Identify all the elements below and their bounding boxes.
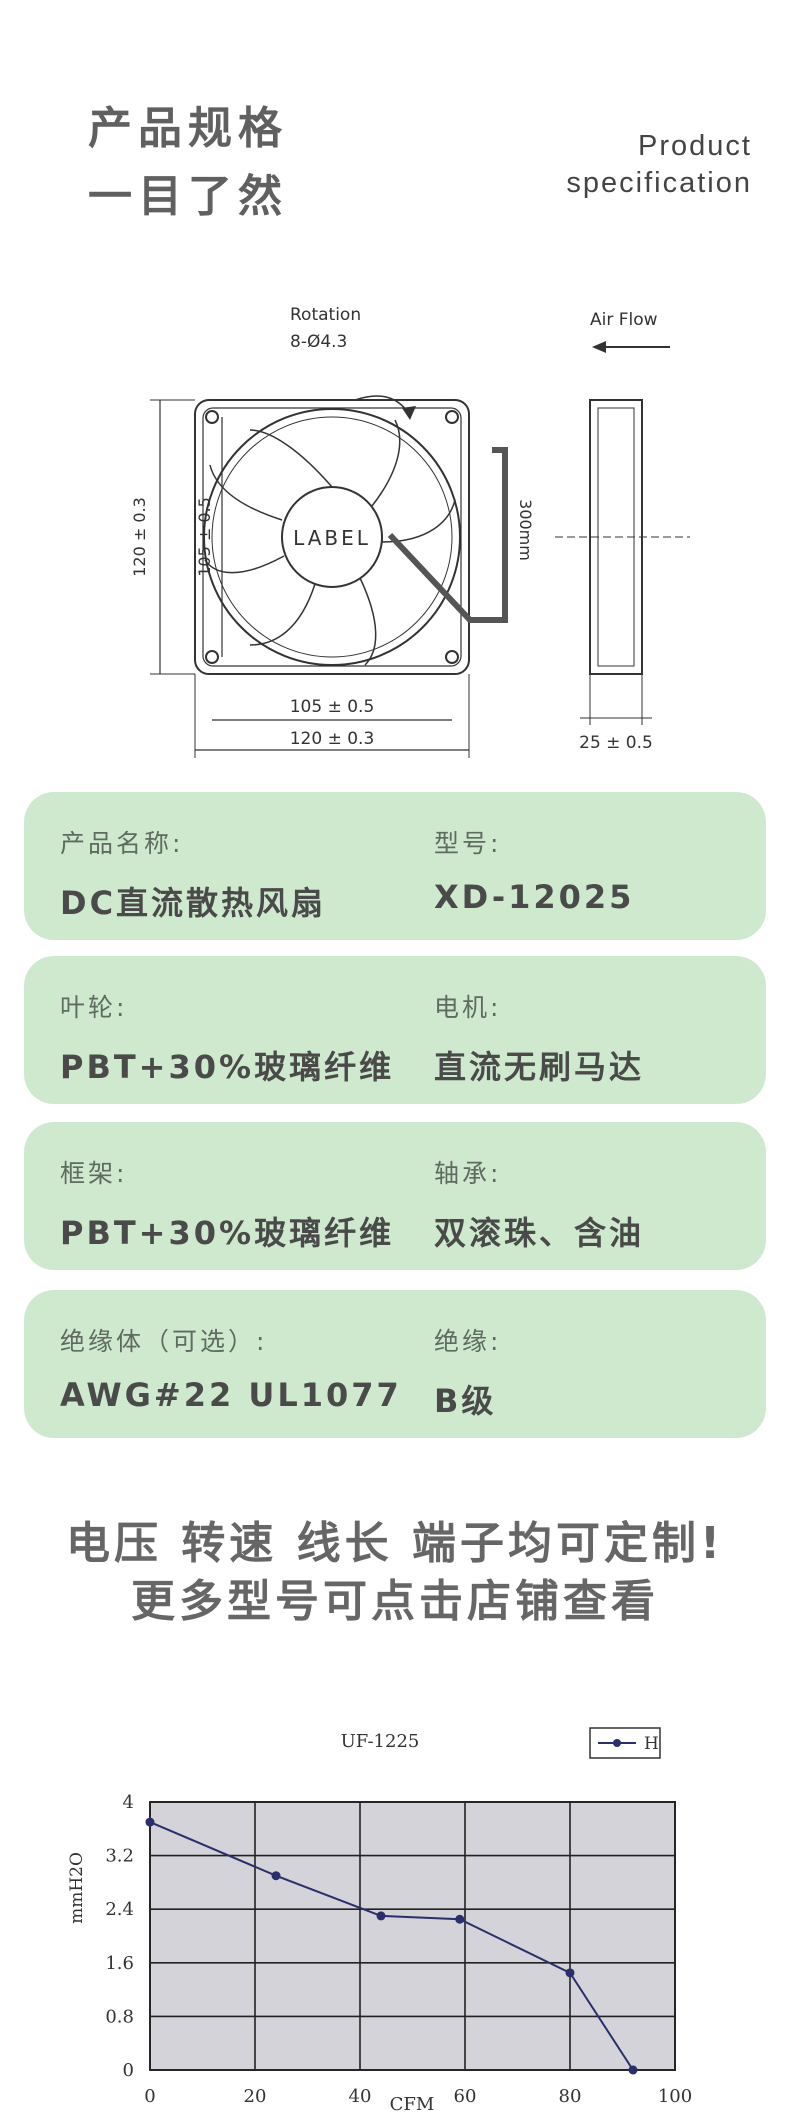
spec-label: 绝缘: [434, 1327, 502, 1356]
spec-value: 双滚珠、含油 [434, 1214, 645, 1252]
fan-blade-circle [203, 408, 461, 666]
fan-dimension-drawing: Rotation 8-Ø4.3 Air Flow LABEL 300mm 120… [130, 305, 690, 758]
holes-label: 8-Ø4.3 [290, 332, 347, 352]
fan-frame-outer [194, 399, 470, 675]
y-tick-label: 0.8 [105, 2006, 134, 2027]
spec-value: PBT+30%玻璃纤维 [60, 1214, 395, 1252]
dim-thickness: 25 ± 0.5 [579, 733, 653, 753]
spec-value: XD-12025 [434, 878, 635, 916]
spec-value: AWG#22 UL1077 [60, 1376, 402, 1414]
promo-line-2: 更多型号可点击店铺查看 [131, 1576, 659, 1627]
spec-value: DC直流散热风扇 [60, 884, 327, 922]
plot-area [149, 1801, 676, 2071]
spec-label: 产品名称: [60, 829, 184, 858]
dim-inner-horizontal: 105 ± 0.5 [290, 697, 375, 717]
x-tick-label: 60 [454, 2086, 477, 2107]
data-point [145, 1817, 155, 1827]
y-tick-label: 1.6 [105, 1953, 134, 1974]
legend-series-name: H [644, 1734, 659, 1754]
subtitle-line-1: Product [638, 130, 752, 162]
spec-card-product: 产品名称: DC直流散热风扇 型号: XD-12025 [24, 792, 766, 940]
data-point [628, 2065, 638, 2075]
spec-label: 叶轮: [60, 993, 128, 1022]
x-tick-label: 40 [349, 2086, 372, 2107]
spec-label: 电机: [434, 993, 502, 1022]
x-tick-label: 100 [658, 2086, 692, 2107]
series-layer [145, 1817, 638, 2075]
title-line-1: 产品规格 [88, 103, 288, 154]
chart-title: UF-1225 [341, 1731, 420, 1752]
y-tick-label: 2.4 [105, 1899, 134, 1920]
title-line-2: 一目了然 [88, 171, 288, 222]
fan-cable [387, 447, 508, 623]
spec-label: 型号: [434, 829, 502, 858]
subtitle-line-2: specification [566, 167, 752, 199]
axis-ticks: 0 20 40 60 80 100 0 0.8 1.6 2.4 3.2 4 [105, 1792, 692, 2107]
cable-length-label: 300mm [516, 499, 535, 561]
customization-notice: 电压 转速 线长 端子均可定制! 更多型号可点击店铺查看 [0, 1515, 790, 1631]
x-tick-label: 0 [144, 2086, 155, 2107]
spec-label: 绝缘体（可选）: [60, 1327, 268, 1356]
mount-hole [205, 410, 219, 424]
spec-value: 直流无刷马达 [434, 1048, 645, 1086]
page-subtitle: Product specification [566, 128, 752, 202]
x-tick-label: 80 [559, 2086, 582, 2107]
spec-card-impeller: 叶轮: PBT+30%玻璃纤维 电机: 直流无刷马达 [24, 956, 766, 1104]
mount-hole [445, 410, 459, 424]
data-point [271, 1871, 281, 1881]
spec-label: 轴承: [434, 1159, 502, 1188]
chart-legend: H [589, 1727, 661, 1759]
series-line [149, 1821, 634, 2071]
y-tick-label: 0 [123, 2060, 134, 2081]
spec-value: B级 [434, 1382, 497, 1420]
dim-outer-vertical: 120 ± 0.3 [130, 497, 149, 577]
dim-inner-vertical: 105 ± 0.5 [195, 497, 214, 577]
page-title: 产品规格 一目了然 [88, 95, 288, 231]
data-point [376, 1911, 386, 1921]
spec-label: 框架: [60, 1159, 128, 1188]
mount-hole [445, 650, 459, 664]
data-point [565, 1968, 575, 1978]
data-point [455, 1914, 465, 1924]
x-tick-label: 20 [244, 2086, 267, 2107]
y-tick-label: 3.2 [105, 1846, 134, 1867]
spec-card-insulation: 绝缘体（可选）: AWG#22 UL1077 绝缘: B级 [24, 1290, 766, 1438]
y-axis-label: mmH2O [67, 1852, 87, 1924]
pq-curve-chart: UF-1225 H 0 20 40 60 80 100 0 0.8 1.6 2.4 3.2 4 CFM… [67, 1727, 692, 2115]
promo-line-1: 电压 转速 线长 端子均可定制! [65, 1518, 725, 1569]
airflow-label: Air Flow [590, 310, 658, 330]
x-axis-label: CFM [390, 2094, 435, 2115]
spec-value: PBT+30%玻璃纤维 [60, 1048, 395, 1086]
fan-label-text: LABEL [293, 526, 371, 550]
y-tick-label: 4 [123, 1792, 134, 1813]
rotation-label: Rotation [290, 305, 361, 325]
mount-hole [205, 650, 219, 664]
spec-card-frame: 框架: PBT+30%玻璃纤维 轴承: 双滚珠、含油 [24, 1122, 766, 1270]
fan-blade-circle-inner [211, 416, 453, 658]
dim-outer-horizontal: 120 ± 0.3 [290, 729, 375, 749]
grid [149, 1801, 676, 2071]
